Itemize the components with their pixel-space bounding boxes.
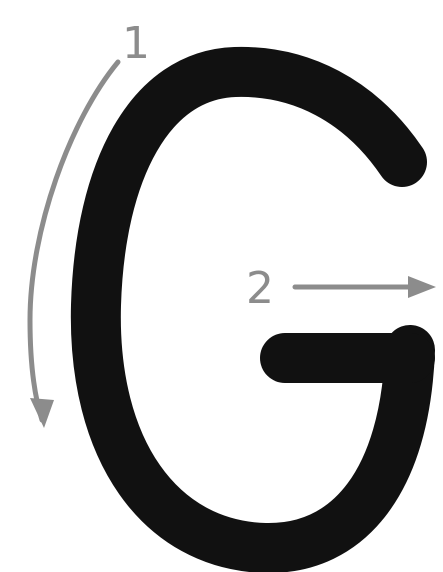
letter-g-arc-stroke: [70, 46, 435, 572]
stroke-2-arrowhead: [408, 276, 436, 298]
stroke-2-number-label: 2: [246, 263, 274, 314]
stroke-1-arrowhead: [30, 398, 54, 428]
stroke-1-arrow: [27, 59, 121, 423]
stroke-1-number-label: 1: [122, 18, 150, 69]
